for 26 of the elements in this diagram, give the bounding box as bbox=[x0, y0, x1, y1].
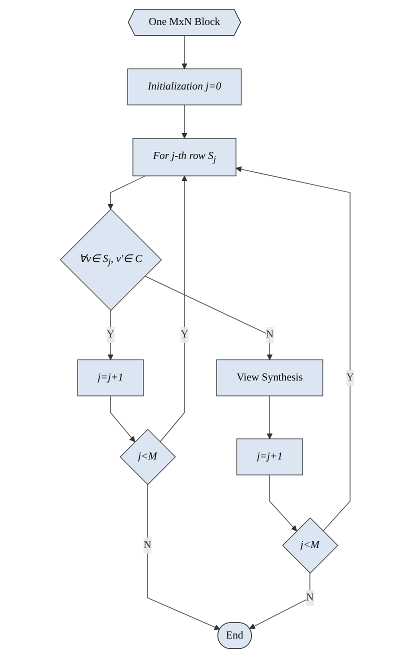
edge-label: N bbox=[266, 328, 274, 340]
edge-label: N bbox=[143, 539, 152, 550]
arrow bbox=[266, 395, 272, 439]
arrow bbox=[181, 34, 188, 69]
arrow bbox=[107, 175, 146, 210]
arrow bbox=[160, 175, 188, 442]
arrow bbox=[269, 474, 297, 531]
arrow bbox=[249, 572, 310, 628]
arrow bbox=[110, 395, 136, 442]
node-box: View Synthesis bbox=[216, 358, 323, 396]
node-diamond: ∀v∈ S$_{j}$, v'∈ C bbox=[60, 208, 162, 310]
edge-label: Y bbox=[180, 328, 188, 340]
node-diamond: j<M bbox=[120, 428, 176, 484]
node-box: For j-th row S$_{j}$ bbox=[132, 138, 236, 176]
edge-label: N bbox=[306, 591, 314, 603]
node-box: Initialization j=0 bbox=[127, 68, 242, 105]
node-box: j=j+1 bbox=[77, 358, 144, 396]
arrow bbox=[144, 275, 272, 360]
arrow bbox=[107, 310, 114, 360]
node-box: j=j+1 bbox=[236, 438, 303, 475]
arrow bbox=[147, 484, 220, 630]
arrow bbox=[236, 166, 350, 531]
node-diamond: j<M bbox=[282, 516, 338, 574]
edge-label: Y bbox=[346, 371, 354, 383]
arrow bbox=[181, 104, 188, 138]
edge-label: Y bbox=[106, 328, 114, 340]
